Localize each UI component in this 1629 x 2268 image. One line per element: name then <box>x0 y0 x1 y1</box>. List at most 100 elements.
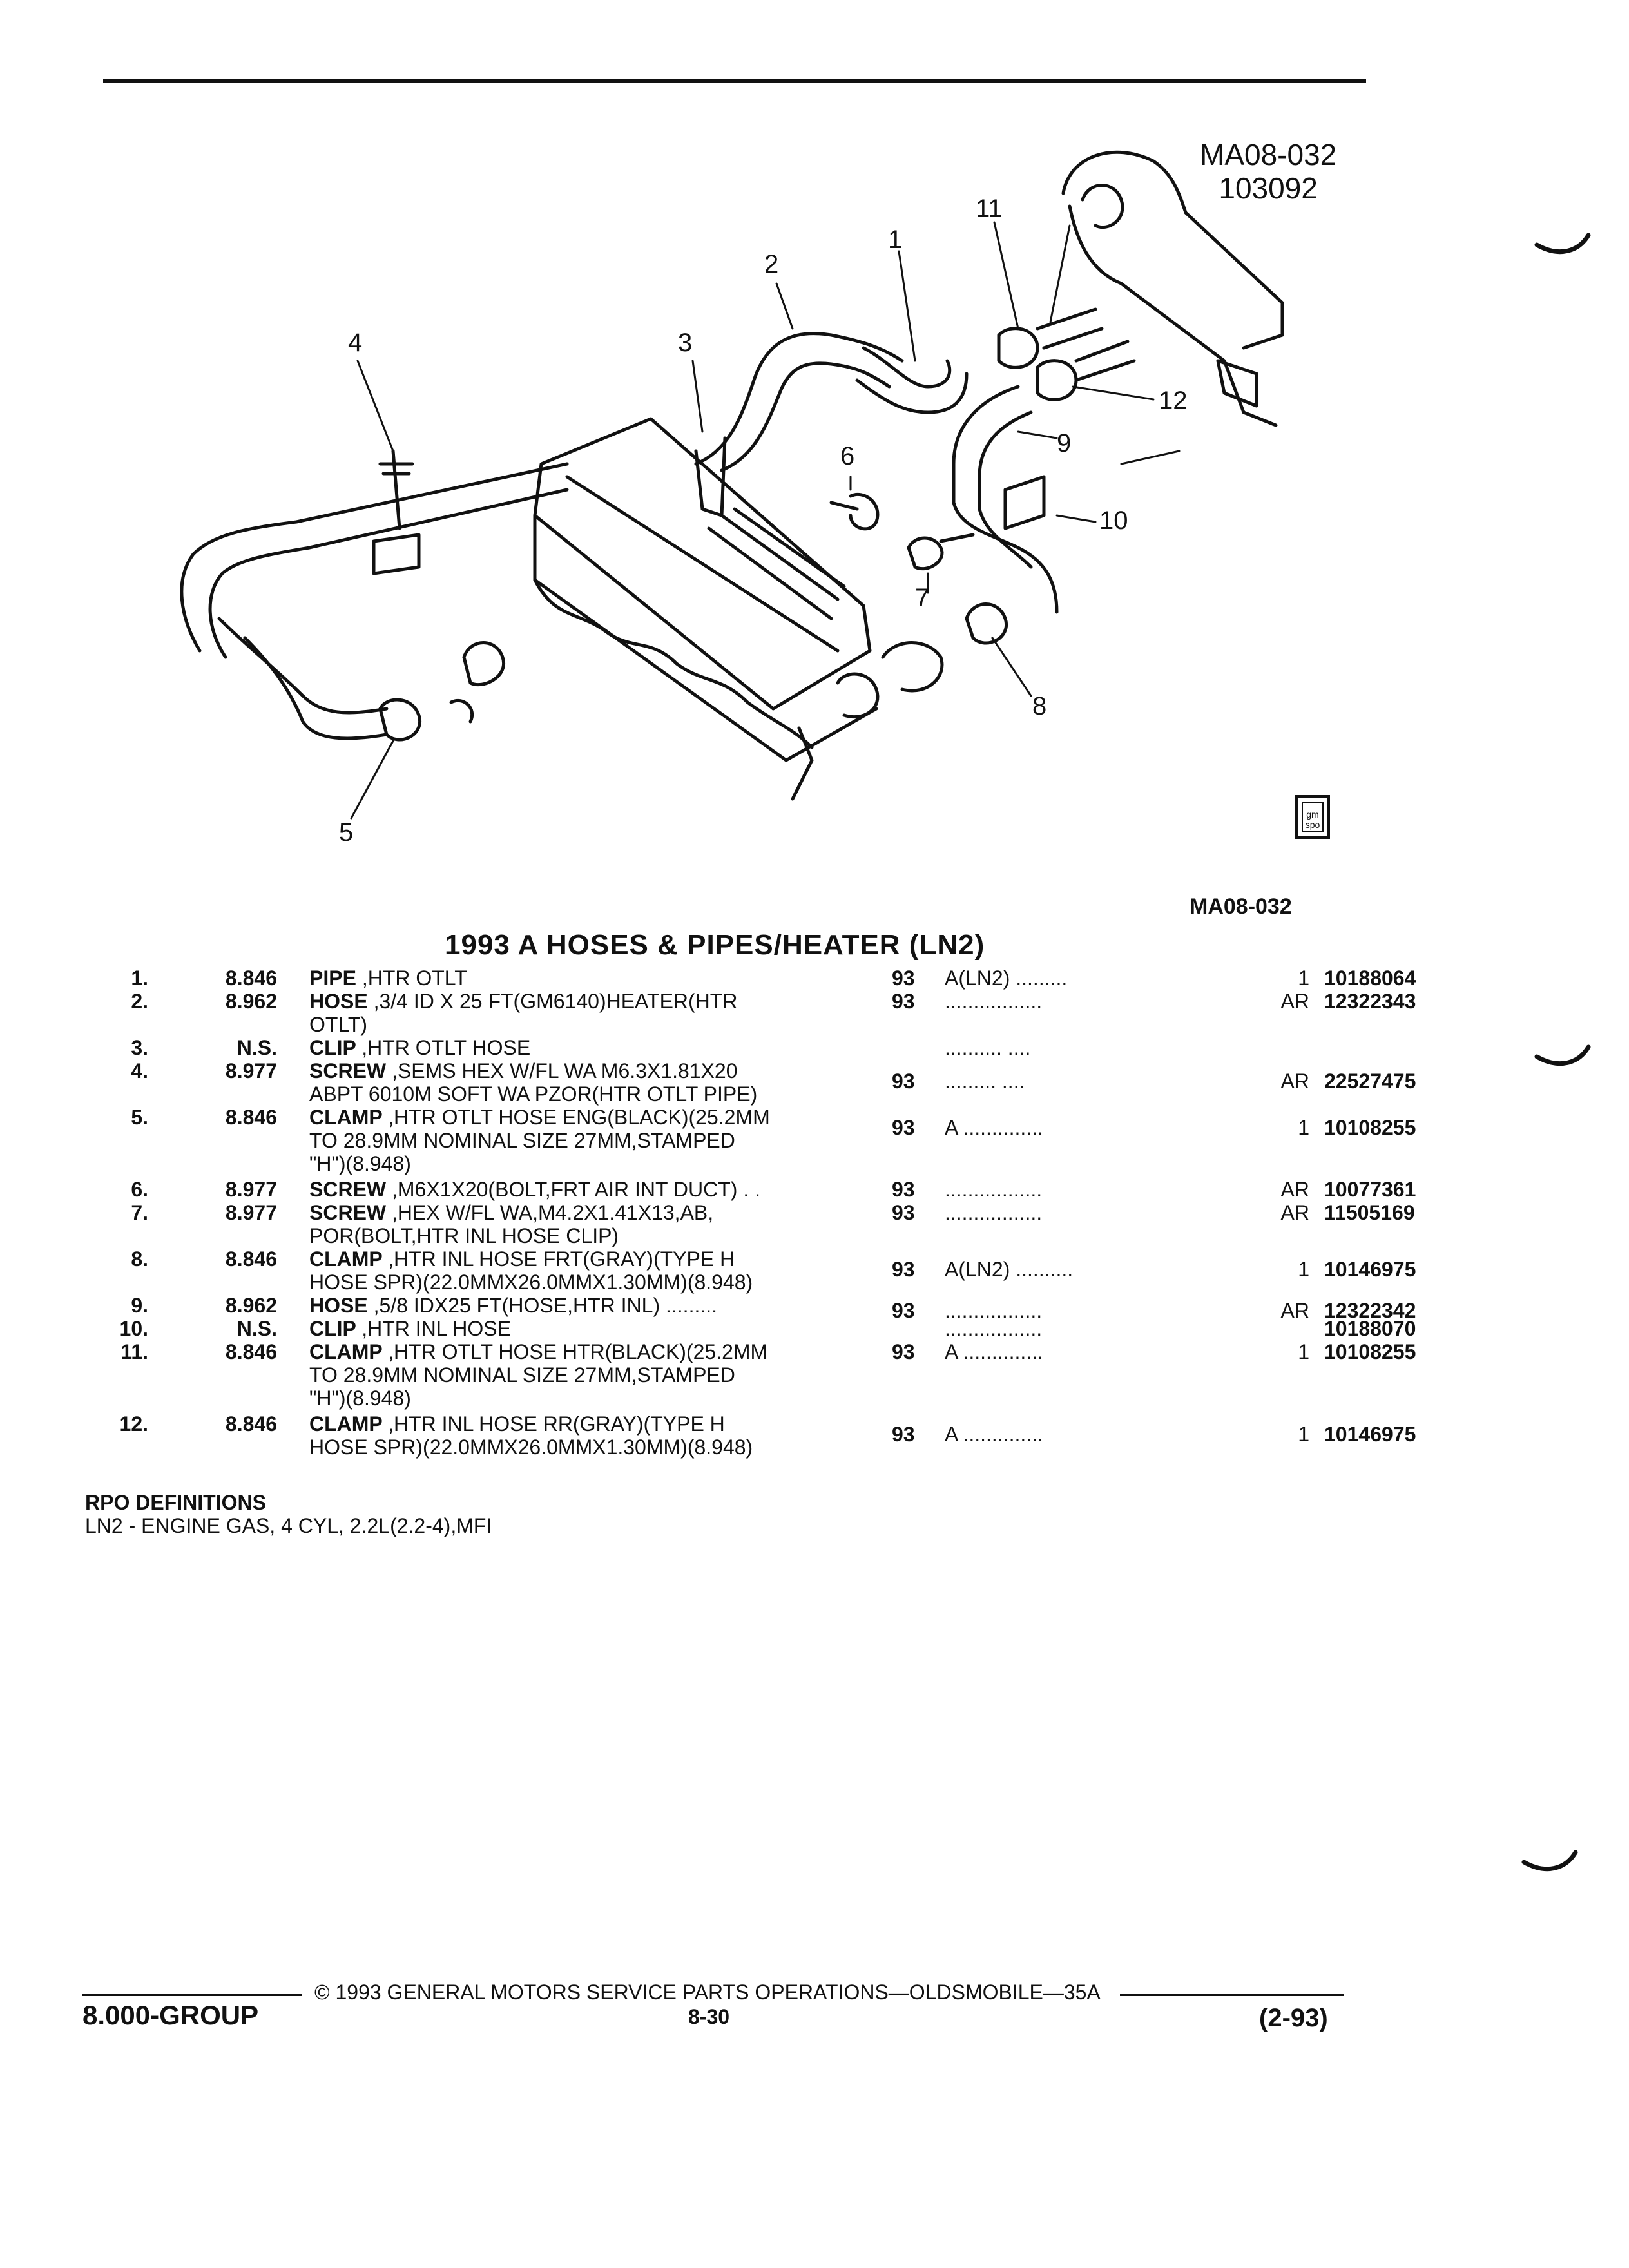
group-number: 8.846 <box>225 1106 277 1129</box>
usage-note: A .............. <box>945 1116 1043 1139</box>
footer-page-number: 8-30 <box>688 2005 730 2028</box>
part-detail: ,HTR OTLT HOSE HTR(BLACK)(25.2MM <box>388 1340 768 1363</box>
part-name: PIPE <box>309 966 356 990</box>
model-year: 93 <box>892 1178 915 1201</box>
quantity: AR <box>1280 1070 1309 1093</box>
item-number: 3. <box>131 1036 148 1059</box>
heater-outlet-hose-lower <box>217 617 389 715</box>
model-year: 93 <box>892 990 915 1013</box>
quantity: 1 <box>1298 1423 1309 1446</box>
model-year: 93 <box>892 1299 915 1322</box>
clamp-11 <box>997 327 1039 369</box>
part-name: CLIP <box>309 1036 356 1059</box>
part-detail-line-2: HOSE SPR)(22.0MMX26.0MMX1.30MM)(8.948) <box>309 1271 753 1294</box>
footer-date: (2-93) <box>1259 2004 1328 2032</box>
group-number: 8.962 <box>225 1294 277 1317</box>
callout-11: 11 <box>976 195 1003 223</box>
item-number: 7. <box>131 1201 148 1224</box>
callout-7: 7 <box>915 584 930 612</box>
part-detail: ,5/8 IDX25 FT(HOSE,HTR INL) ......... <box>373 1294 718 1317</box>
hose-clip-3 <box>694 436 727 517</box>
part-detail: ,HTR INL HOSE RR(GRAY)(TYPE H <box>388 1412 725 1436</box>
usage-note: A(LN2) .......... <box>945 1258 1074 1281</box>
callout-10: 10 <box>1099 506 1128 535</box>
heater-outlet-hose-2 <box>694 332 904 466</box>
item-number: 12. <box>119 1412 148 1436</box>
group-number: 8.977 <box>225 1178 277 1201</box>
group-number: N.S. <box>236 1036 277 1059</box>
clamp-8 <box>965 602 1008 645</box>
part-description: CLIP ,HTR OTLT HOSE <box>309 1036 941 1059</box>
part-detail-line-3: "H")(8.948) <box>309 1152 411 1175</box>
figure-code: MA08-032 <box>1200 138 1337 171</box>
part-detail: ,M6X1X20(BOLT,FRT AIR INT DUCT) . . <box>392 1178 760 1201</box>
part-detail-line-2: TO 28.9MM NOMINAL SIZE 27MM,STAMPED <box>309 1129 735 1152</box>
quantity: AR <box>1280 990 1309 1013</box>
footer-group: 8.000-GROUP <box>82 2000 259 2030</box>
gm-spo-logo-text: gm spo <box>1302 802 1324 832</box>
usage-note: ......... .... <box>945 1070 1025 1093</box>
part-number: 10077361 <box>1324 1178 1416 1201</box>
heater-outlet-elbow-1 <box>862 346 952 389</box>
clamp-12 <box>1036 359 1078 401</box>
hose-clip-10 <box>1003 475 1046 530</box>
group-number: 8.977 <box>225 1201 277 1224</box>
part-number: 12322342 <box>1324 1299 1416 1322</box>
usage-note: ................. <box>945 1317 1043 1340</box>
part-number: 10108255 <box>1324 1340 1416 1363</box>
model-year: 93 <box>892 1258 915 1281</box>
usage-note: A .............. <box>945 1340 1043 1363</box>
callout-1: 1 <box>888 226 903 254</box>
item-number: 6. <box>131 1178 148 1201</box>
group-number: 8.846 <box>225 1412 277 1436</box>
item-number: 4. <box>131 1059 148 1082</box>
quantity: AR <box>1280 1178 1309 1201</box>
part-description: SCREW ,M6X1X20(BOLT,FRT AIR INT DUCT) . … <box>309 1178 941 1201</box>
gm-spo-logo: gm spo <box>1295 795 1330 839</box>
item-number: 10. <box>119 1317 148 1340</box>
quantity: AR <box>1280 1299 1309 1322</box>
usage-note: ................. <box>945 1299 1043 1322</box>
group-number: 8.846 <box>225 1340 277 1363</box>
rpo-definition: LN2 - ENGINE GAS, 4 CYL, 2.2L(2.2-4),MFI <box>85 1514 492 1537</box>
group-number: 8.846 <box>225 1247 277 1271</box>
group-number: N.S. <box>236 1317 277 1340</box>
binder-mark-top <box>1534 233 1591 255</box>
rpo-definitions-title: RPO DEFINITIONS <box>85 1491 266 1514</box>
model-year: 93 <box>892 1201 915 1224</box>
footer-rule-right <box>1120 1994 1344 1996</box>
footer-rule-left <box>82 1994 302 1996</box>
figure-id-block: MA08-032 103092 <box>1200 138 1336 205</box>
callout-3: 3 <box>678 329 693 357</box>
part-description: CLIP ,HTR INL HOSE <box>309 1317 941 1340</box>
figure-code-bottom: MA08-032 <box>1190 894 1292 919</box>
item-number: 11. <box>120 1340 148 1363</box>
part-detail: ,3/4 ID X 25 FT(GM6140)HEATER(HTR <box>373 990 738 1013</box>
binder-mark-middle <box>1534 1044 1591 1066</box>
part-name: HOSE <box>309 990 368 1013</box>
part-detail-line-2: POR(BOLT,HTR INL HOSE CLIP) <box>309 1224 619 1247</box>
callout-9: 9 <box>1057 429 1072 457</box>
item-number: 9. <box>131 1294 148 1317</box>
usage-note: A(LN2) ......... <box>945 966 1068 990</box>
part-detail: ,HTR OTLT HOSE <box>361 1036 531 1059</box>
screw-6 <box>829 492 880 531</box>
model-year: 93 <box>892 1423 915 1446</box>
heater-core-housing <box>1061 150 1284 350</box>
group-number: 8.846 <box>225 966 277 990</box>
item-number: 1. <box>131 966 148 990</box>
model-year: 93 <box>892 1340 915 1363</box>
quantity: 1 <box>1298 1340 1309 1363</box>
model-year: 93 <box>892 1116 915 1139</box>
part-description: PIPE ,HTR OTLT <box>309 966 941 990</box>
part-detail: ,HTR OTLT <box>361 966 467 990</box>
usage-note: ................. <box>945 1201 1043 1224</box>
item-number: 2. <box>131 990 148 1013</box>
heater-outlet-pipe <box>180 462 569 653</box>
part-detail-line-2: TO 28.9MM NOMINAL SIZE 27MM,STAMPED <box>309 1363 735 1387</box>
